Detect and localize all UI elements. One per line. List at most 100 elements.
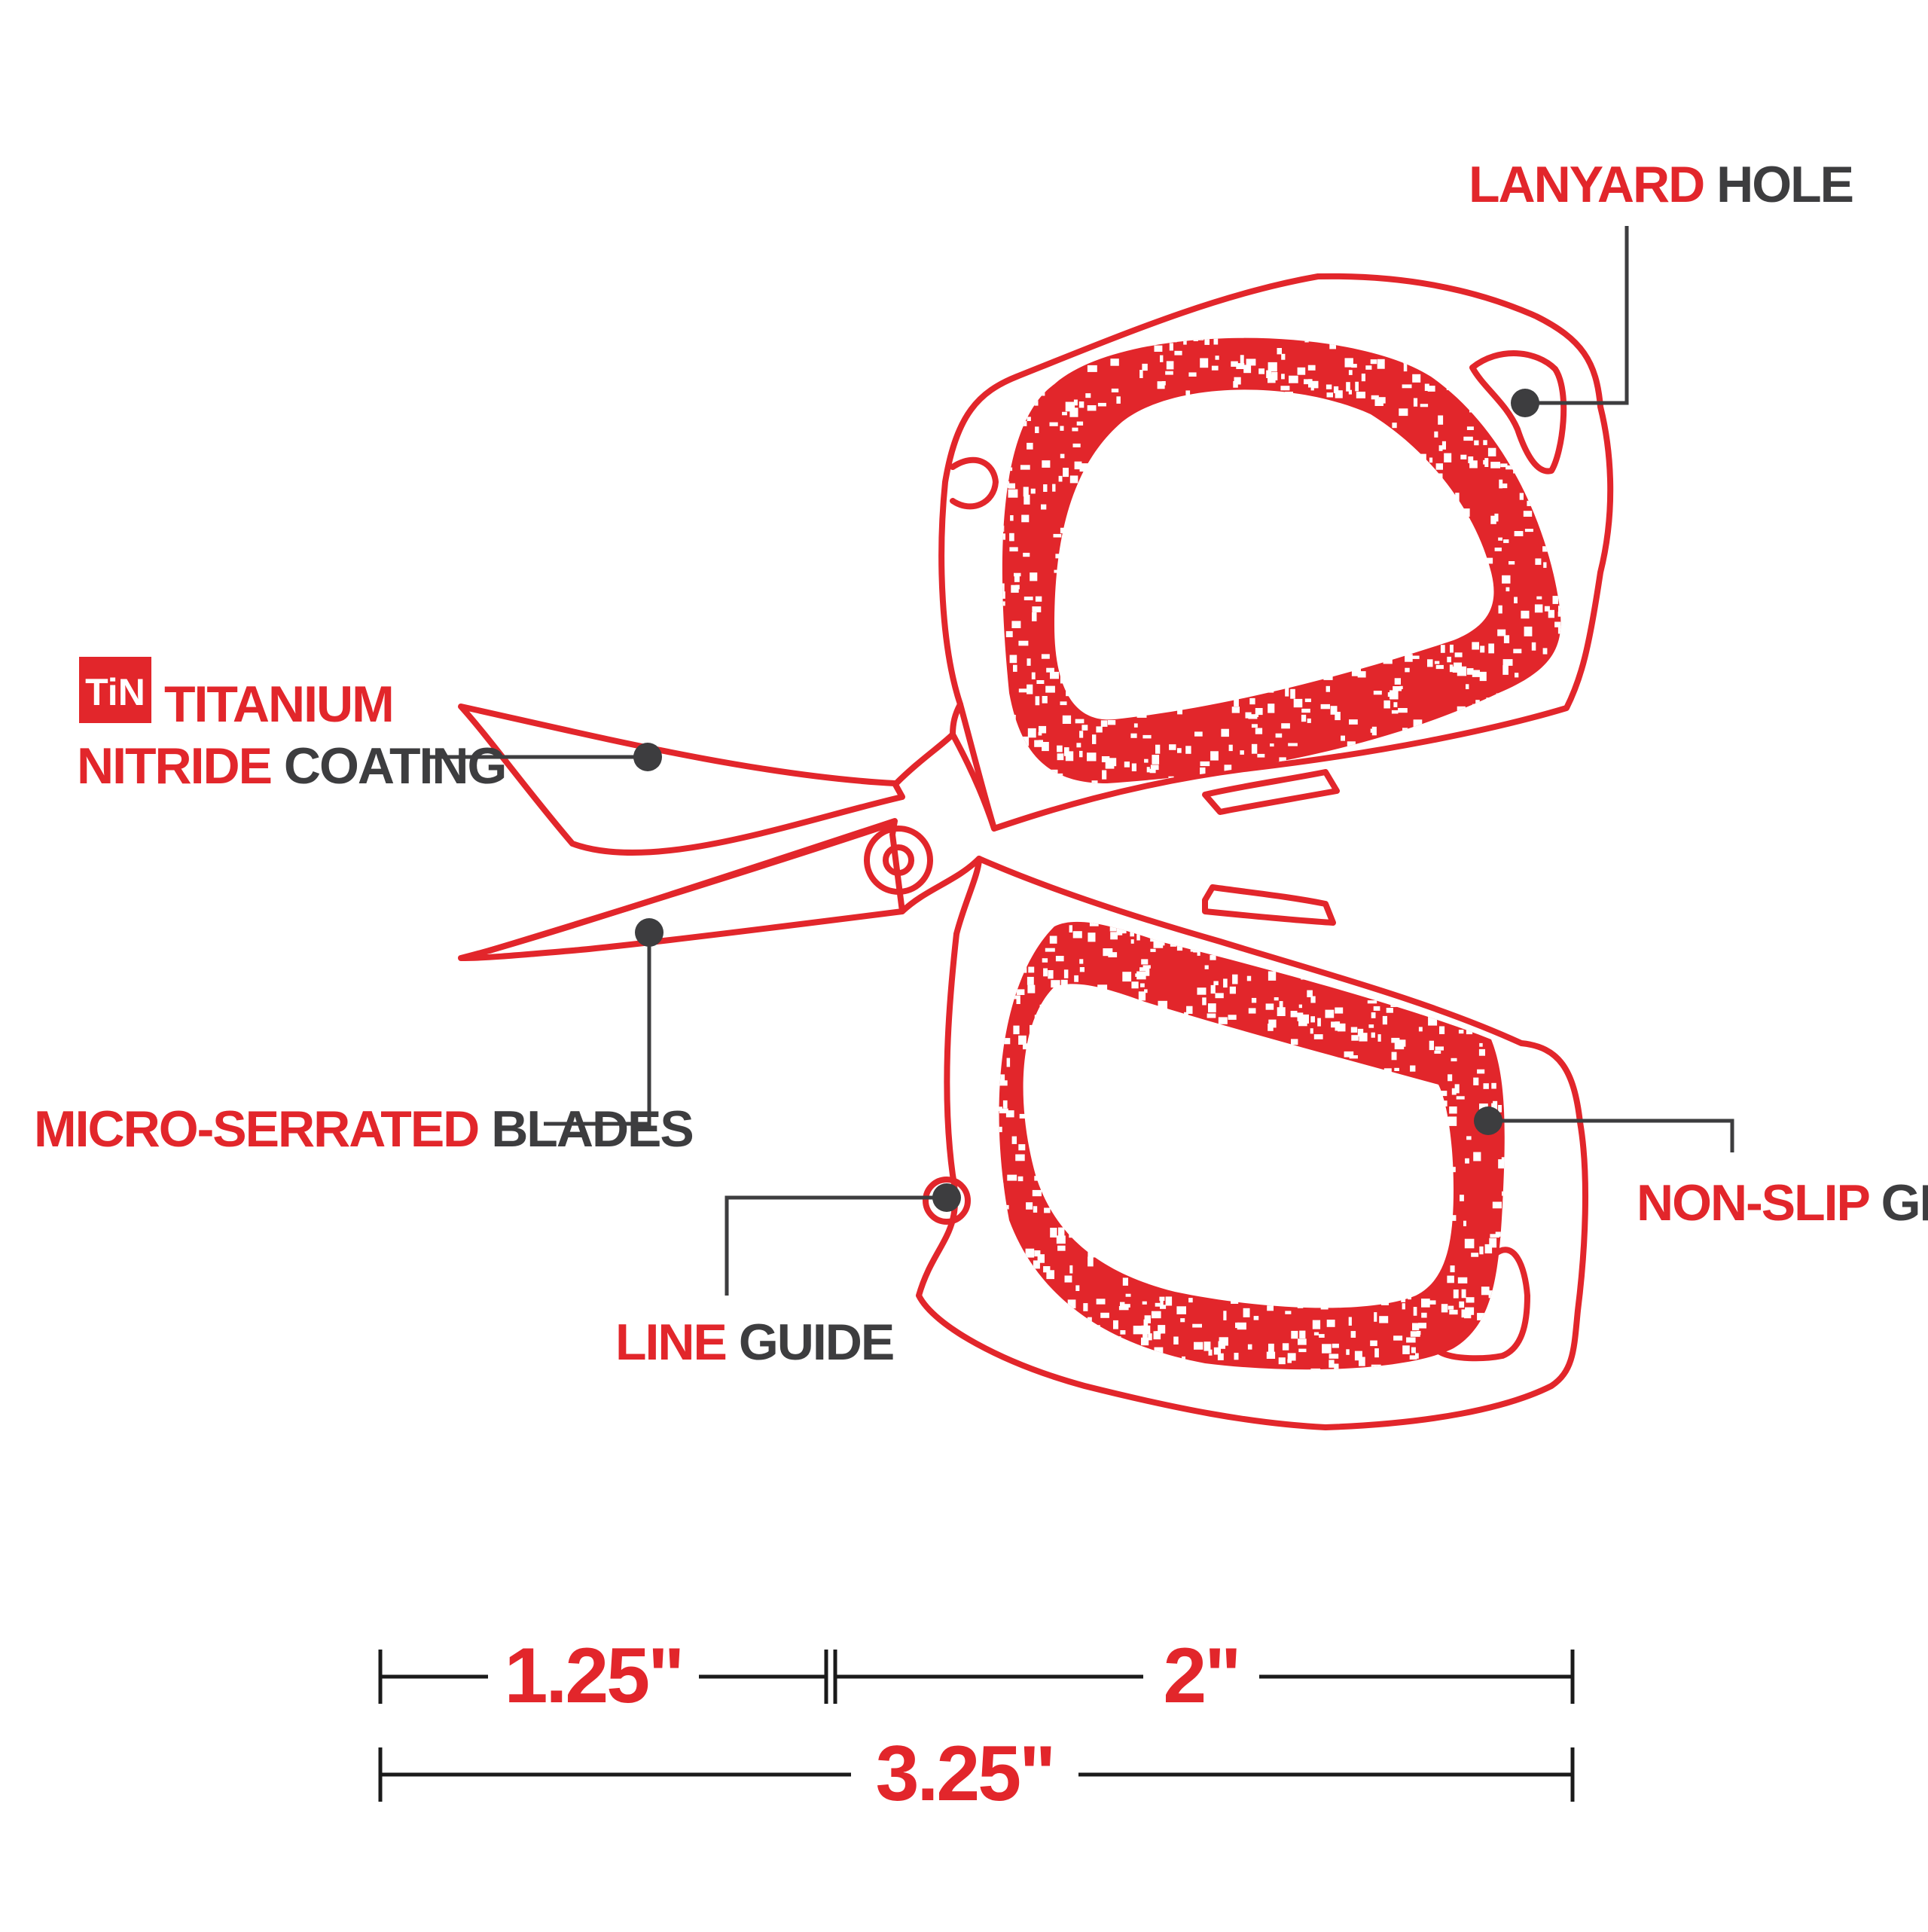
grip-speckle [1426, 497, 1432, 507]
grip-speckle [1446, 1164, 1451, 1172]
grip-speckle [1441, 1116, 1450, 1122]
grip-speckle [1141, 1337, 1149, 1346]
grip-speckle [1396, 1001, 1405, 1006]
grip-speckle [1542, 648, 1548, 655]
grip-speckle [1054, 569, 1063, 573]
grip-speckle [1338, 325, 1342, 333]
grip-speckle [1211, 365, 1219, 371]
grip-speckle [1184, 1012, 1188, 1021]
grip-speckle [1173, 1113, 1179, 1118]
grip-speckle [1464, 742, 1469, 749]
grip-speckle [1027, 658, 1031, 666]
grip-speckle [1063, 969, 1069, 978]
grip-speckle [1213, 1347, 1221, 1355]
grip-speckle [1045, 1024, 1050, 1033]
grip-speckle [1267, 588, 1275, 594]
lanyard-leader [1525, 226, 1629, 405]
grip-speckle [1075, 1285, 1080, 1291]
grip-speckle [1036, 1318, 1041, 1325]
grip-speckle [1030, 488, 1036, 494]
grip-speckle [1141, 481, 1146, 488]
grip-speckle [1547, 694, 1557, 699]
grip-speckle [1441, 441, 1446, 450]
grip-speckle [1450, 644, 1454, 653]
grip-speckle [1353, 783, 1362, 789]
grip-speckle [1459, 1301, 1465, 1308]
grip-dot [1474, 1106, 1502, 1135]
grip-speckle [1180, 1209, 1186, 1216]
grip-speckle [1060, 453, 1065, 459]
grip-speckle [1502, 1191, 1505, 1196]
grip-speckle [1032, 606, 1042, 612]
grip-speckle [1118, 652, 1125, 661]
grip-speckle [1075, 719, 1084, 724]
grip-speckle [1218, 1017, 1228, 1024]
grip-speckle [1188, 1080, 1195, 1085]
grip-speckle [1017, 343, 1027, 353]
grip-speckle [1500, 463, 1508, 468]
grip-speckle [1124, 1086, 1133, 1091]
grip-speckle [1058, 1113, 1063, 1123]
grip-speckle [1076, 421, 1084, 426]
grip-speckle [1329, 1354, 1339, 1359]
grip-speckle [1177, 554, 1182, 562]
grip-speckle [1338, 1231, 1344, 1238]
grip-speckle [1440, 1125, 1444, 1134]
grip-speckle [1367, 645, 1373, 649]
grip-speckle [1513, 467, 1521, 474]
grip-speckle [1200, 499, 1204, 509]
grip-speckle [1519, 337, 1525, 342]
grip-speckle [1497, 629, 1506, 636]
grip-speckle [1259, 943, 1268, 947]
grip-speckle [1247, 578, 1251, 587]
grip-speckle [1099, 1023, 1108, 1029]
grip-speckle [1023, 552, 1030, 557]
grip-speckle [1228, 744, 1233, 752]
grip-speckle [1432, 1097, 1435, 1100]
grip-speckle [1072, 931, 1082, 939]
grip-speckle [1301, 714, 1307, 722]
grip-speckle [1246, 359, 1256, 366]
grip-speckle [1328, 1142, 1337, 1150]
grip-speckle [1284, 1240, 1293, 1249]
grip-speckle [1210, 569, 1218, 574]
grip-speckle [1152, 595, 1157, 603]
grip-speckle [1550, 476, 1554, 480]
grip-speckle [1268, 374, 1276, 383]
grip-speckle [1393, 686, 1402, 691]
grip-speckle [1083, 1059, 1088, 1065]
grip-speckle [1066, 1132, 1070, 1142]
grip-speckle [1010, 995, 1020, 1000]
grip-speckle [1171, 542, 1176, 546]
grip-speckle [1496, 929, 1502, 938]
grip-speckle [1266, 370, 1271, 378]
grip-speckle [1237, 1322, 1246, 1330]
grip-speckle [1011, 746, 1020, 754]
grip-speckle [1130, 1106, 1140, 1116]
grip-speckle [1435, 664, 1444, 670]
grip-speckle [1035, 696, 1040, 706]
grip-speckle [1253, 1316, 1259, 1320]
grip-speckle [1394, 678, 1401, 685]
grip-speckle [1131, 533, 1135, 539]
grip-speckle [1177, 708, 1182, 715]
grip-speckle [1383, 937, 1388, 946]
grip-speckle [1377, 359, 1385, 369]
grip-speckle [1502, 1320, 1505, 1328]
grip-speckle [1163, 786, 1166, 789]
grip-speckle [1273, 444, 1282, 452]
grip-speckle [1050, 1228, 1057, 1238]
grip-speckle [1064, 747, 1069, 756]
grip-speckle [1365, 1189, 1374, 1199]
grip-speckle [1441, 1304, 1448, 1313]
grip-speckle [1088, 1256, 1094, 1267]
grip-speckle [1243, 1308, 1250, 1317]
grip-speckle [1042, 742, 1049, 752]
grip-speckle [1440, 645, 1445, 653]
grip-speckle [1548, 737, 1553, 743]
grip-speckle [1194, 731, 1203, 737]
grip-speckle [1419, 1230, 1423, 1239]
grip-speckle [1234, 578, 1242, 584]
grip-speckle [1038, 1039, 1046, 1044]
grip-speckle [1046, 667, 1054, 673]
